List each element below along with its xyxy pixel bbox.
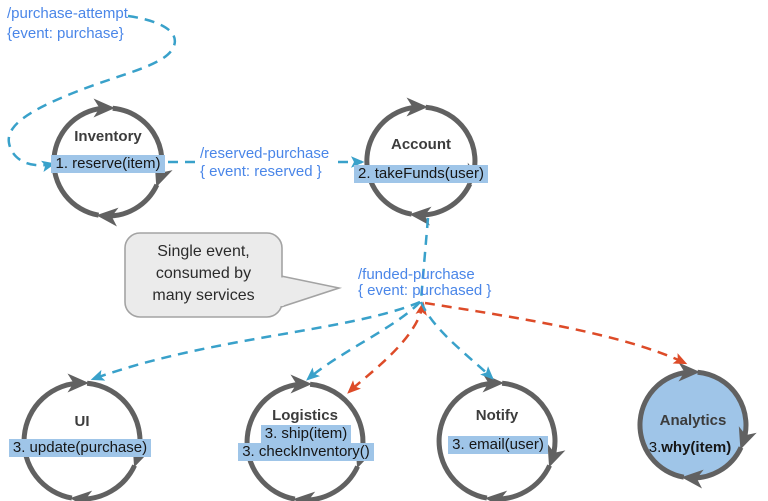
analytics-node-circle — [637, 362, 757, 489]
topic-label-reserved-purchase: /reserved-purchase { event: reserved } — [198, 145, 332, 181]
topic-label-purchase-attempt: /purchase-attempt {event: purchase} — [7, 4, 128, 44]
arrow-purchase-attempt-to-inventory — [7, 14, 176, 172]
topic-label-funded-purchase: /funded-purchase { event: purchased } — [358, 267, 491, 299]
method-highlight: 3. email(user) — [448, 436, 548, 454]
analytics-node-method: 3. why(item) — [610, 439, 768, 457]
callout-tail — [280, 275, 343, 309]
inventory-node-method: 1. reserve(item) — [28, 155, 188, 173]
logistics-node-method-2: 3. checkInventory() — [226, 443, 386, 461]
ui-node-title: UI — [74, 413, 90, 430]
topic-event: {event: purchase} — [7, 25, 124, 42]
arrow-funded-to-logistics — [306, 301, 421, 381]
topic-event: { event: reserved } — [200, 163, 322, 180]
line-account-to-funded-topic — [419, 217, 430, 301]
method-highlight: 2. takeFunds(user) — [354, 165, 488, 183]
logistics-node-title: Logistics — [272, 407, 338, 424]
topic-path: /reserved-purchase — [200, 145, 330, 162]
method-highlight: 3. checkInventory() — [238, 443, 374, 461]
method-highlight: 1. reserve(item) — [51, 155, 165, 173]
topic-path: /purchase-attempt — [7, 5, 128, 22]
method-name: why(item) — [661, 439, 732, 456]
method-highlight: 3. ship(item) — [260, 425, 352, 443]
analytics-node-title: Analytics — [659, 412, 727, 429]
callout-body — [124, 232, 283, 318]
callout-bubble — [124, 232, 343, 318]
arrow-funded-to-notify — [419, 301, 494, 380]
topic-event: { event: purchased } — [358, 282, 492, 299]
notify-node-method: 3. email(user) — [418, 436, 578, 454]
inventory-node-title: Inventory — [74, 128, 142, 145]
account-node-title: Account — [391, 136, 451, 153]
account-node-circle — [364, 97, 486, 226]
arrow-funded-to-analytics-alt — [424, 301, 688, 365]
notify-node-title: Notify — [475, 407, 519, 424]
notify-node-circle — [436, 373, 566, 501]
logistics-node-method-1: 3. ship(item) — [226, 425, 386, 443]
arrow-funded-to-logistics-alt — [347, 301, 427, 394]
account-node-method: 2. takeFunds(user) — [341, 165, 501, 183]
callout-text: Single event, consumed by many services — [152, 243, 255, 304]
ui-node-method: 3. update(purchase) — [0, 439, 160, 457]
topic-path: /funded-purchase — [358, 266, 475, 283]
method-prefix: 3. — [648, 439, 662, 456]
event-flows — [7, 14, 688, 394]
method-highlight: 3. update(purchase) — [8, 439, 152, 457]
